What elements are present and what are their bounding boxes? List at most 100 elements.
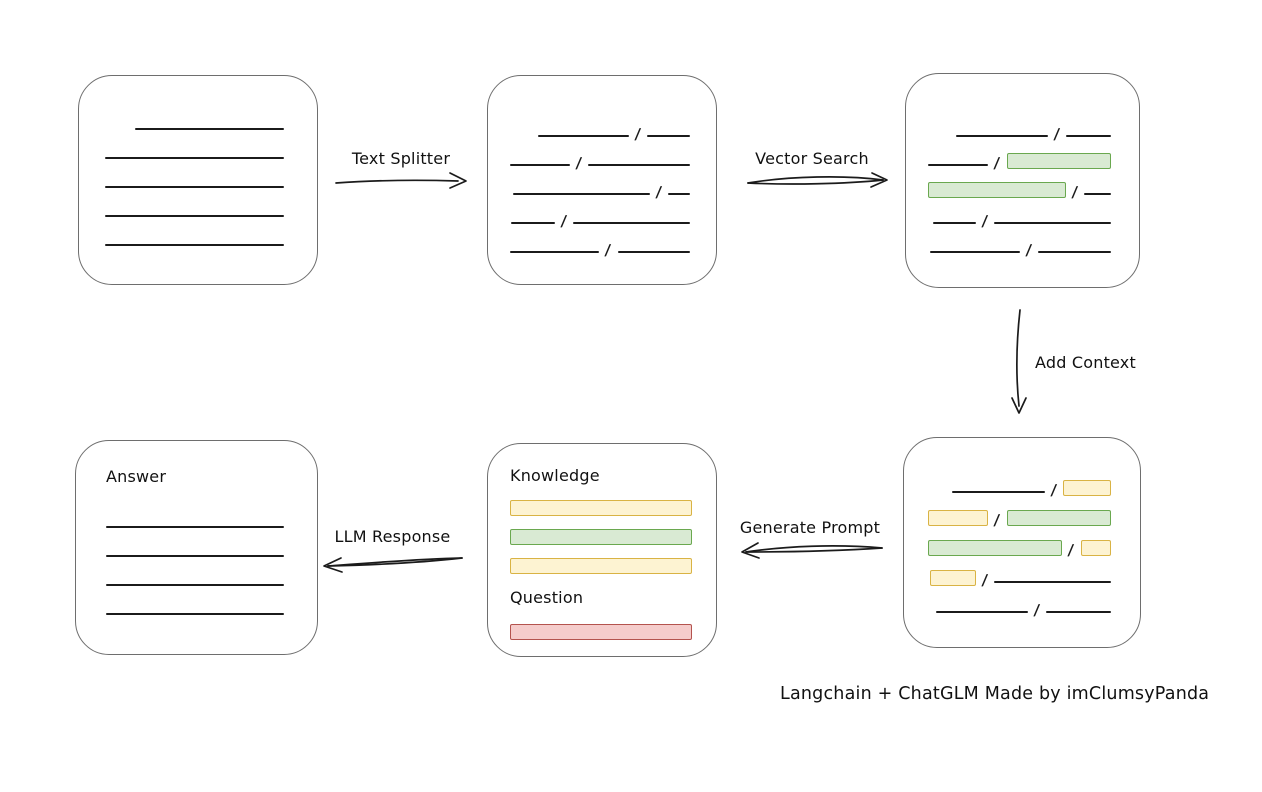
yellow-chunk-bar [928, 510, 989, 526]
chunk-row [106, 505, 284, 534]
add-context-arrow-icon [1011, 309, 1027, 414]
text-line [994, 222, 1111, 224]
green-chunk-bar [1006, 510, 1111, 526]
green-chunk-bar [928, 182, 1066, 198]
chunk-row: / [928, 143, 1111, 172]
text-line [617, 251, 690, 253]
slash-separator: / [1070, 183, 1079, 201]
slash-separator: / [574, 154, 583, 172]
generate-prompt-arrow-icon [741, 542, 883, 559]
slash-separator: / [1052, 125, 1060, 143]
text-line [928, 164, 989, 166]
panel-heading: Knowledge [510, 465, 600, 485]
diagram-caption: Langchain + ChatGLM Made by imClumsyPand… [780, 684, 1210, 704]
chunk-row [105, 165, 284, 194]
search-results-panel: / / / / / [905, 73, 1140, 288]
text-line [510, 164, 570, 166]
green-chunk-bar [928, 540, 1063, 556]
text-line [106, 555, 284, 557]
generate-prompt-label: Generate Prompt [739, 518, 881, 537]
chunk-row [105, 136, 284, 165]
vector-search-arrow-icon [747, 172, 888, 188]
vector-search-label: Vector Search [755, 149, 869, 168]
slash-separator: / [633, 125, 641, 143]
chunk-row: / [510, 114, 690, 143]
chunk-row: / [510, 230, 690, 259]
red-chunk-bar [510, 624, 692, 640]
slash-separator: / [980, 571, 988, 589]
yellow-chunk-bar [1080, 540, 1111, 556]
text-line [1084, 193, 1111, 195]
chunk-row: / [928, 469, 1111, 499]
slash-separator: / [654, 183, 662, 201]
llm-response-label: LLM Response [334, 527, 451, 546]
chunk-row [105, 223, 284, 252]
chunk-row [510, 614, 692, 643]
chunk-row [105, 194, 284, 223]
text-splitter-arrow-icon [335, 172, 467, 189]
heading-row: Question [510, 577, 692, 614]
text-line [510, 222, 555, 224]
yellow-chunk-bar [510, 558, 692, 574]
panel-heading: Answer [106, 466, 167, 486]
green-chunk-bar [510, 529, 692, 545]
chunk-row: / [928, 499, 1111, 529]
text-line [106, 526, 284, 528]
panel-heading: Question [510, 587, 584, 607]
add-context-label: Add Context [1035, 353, 1136, 372]
chunk-row: / [928, 230, 1111, 259]
text-line [105, 186, 284, 188]
chunk-row [510, 490, 692, 519]
yellow-chunk-bar [510, 500, 692, 516]
text-line [955, 135, 1048, 137]
answer-panel: Answer [75, 440, 318, 655]
chunk-row [106, 592, 284, 621]
heading-row: Knowledge [510, 460, 692, 490]
chunk-row [510, 548, 692, 577]
text-line [106, 584, 284, 586]
text-line [512, 193, 650, 195]
text-line [106, 613, 284, 615]
chunk-row [510, 519, 692, 548]
text-line [135, 128, 284, 130]
chunk-row [105, 107, 284, 136]
slash-separator: / [1067, 541, 1075, 559]
source-document-panel [78, 75, 318, 285]
chunk-row [106, 563, 284, 592]
green-chunk-bar [1006, 153, 1111, 169]
slash-separator: / [604, 241, 612, 259]
chunk-row: / [510, 143, 690, 172]
yellow-chunk-bar [929, 570, 976, 586]
chunk-row: / [928, 529, 1111, 559]
chunk-row: / [510, 201, 690, 230]
text-line [588, 164, 690, 166]
split-chunks-panel: / / / / / [487, 75, 717, 285]
chunk-row: / [928, 172, 1111, 201]
text-line [105, 244, 284, 246]
yellow-chunk-bar [1063, 480, 1111, 496]
chunk-row: / [928, 114, 1111, 143]
slash-separator: / [993, 154, 1001, 172]
text-line [668, 193, 690, 195]
text-line [935, 611, 1028, 613]
text-splitter-label: Text Splitter [351, 149, 451, 168]
slash-separator: / [559, 212, 567, 230]
chunk-row: / [928, 589, 1111, 619]
slash-separator: / [1024, 241, 1032, 259]
chunk-row: / [928, 559, 1111, 589]
heading-row: Answer [106, 461, 284, 491]
slash-separator: / [1032, 601, 1040, 619]
text-line [537, 135, 629, 137]
chunk-row: / [510, 172, 690, 201]
text-line [1066, 135, 1111, 137]
llm-response-arrow-icon [323, 557, 463, 573]
text-line [1038, 251, 1111, 253]
text-line [105, 215, 284, 217]
text-line [994, 581, 1111, 583]
text-line [647, 135, 690, 137]
slash-separator: / [1049, 481, 1057, 499]
slash-separator: / [980, 212, 988, 230]
chunk-row: / [928, 201, 1111, 230]
